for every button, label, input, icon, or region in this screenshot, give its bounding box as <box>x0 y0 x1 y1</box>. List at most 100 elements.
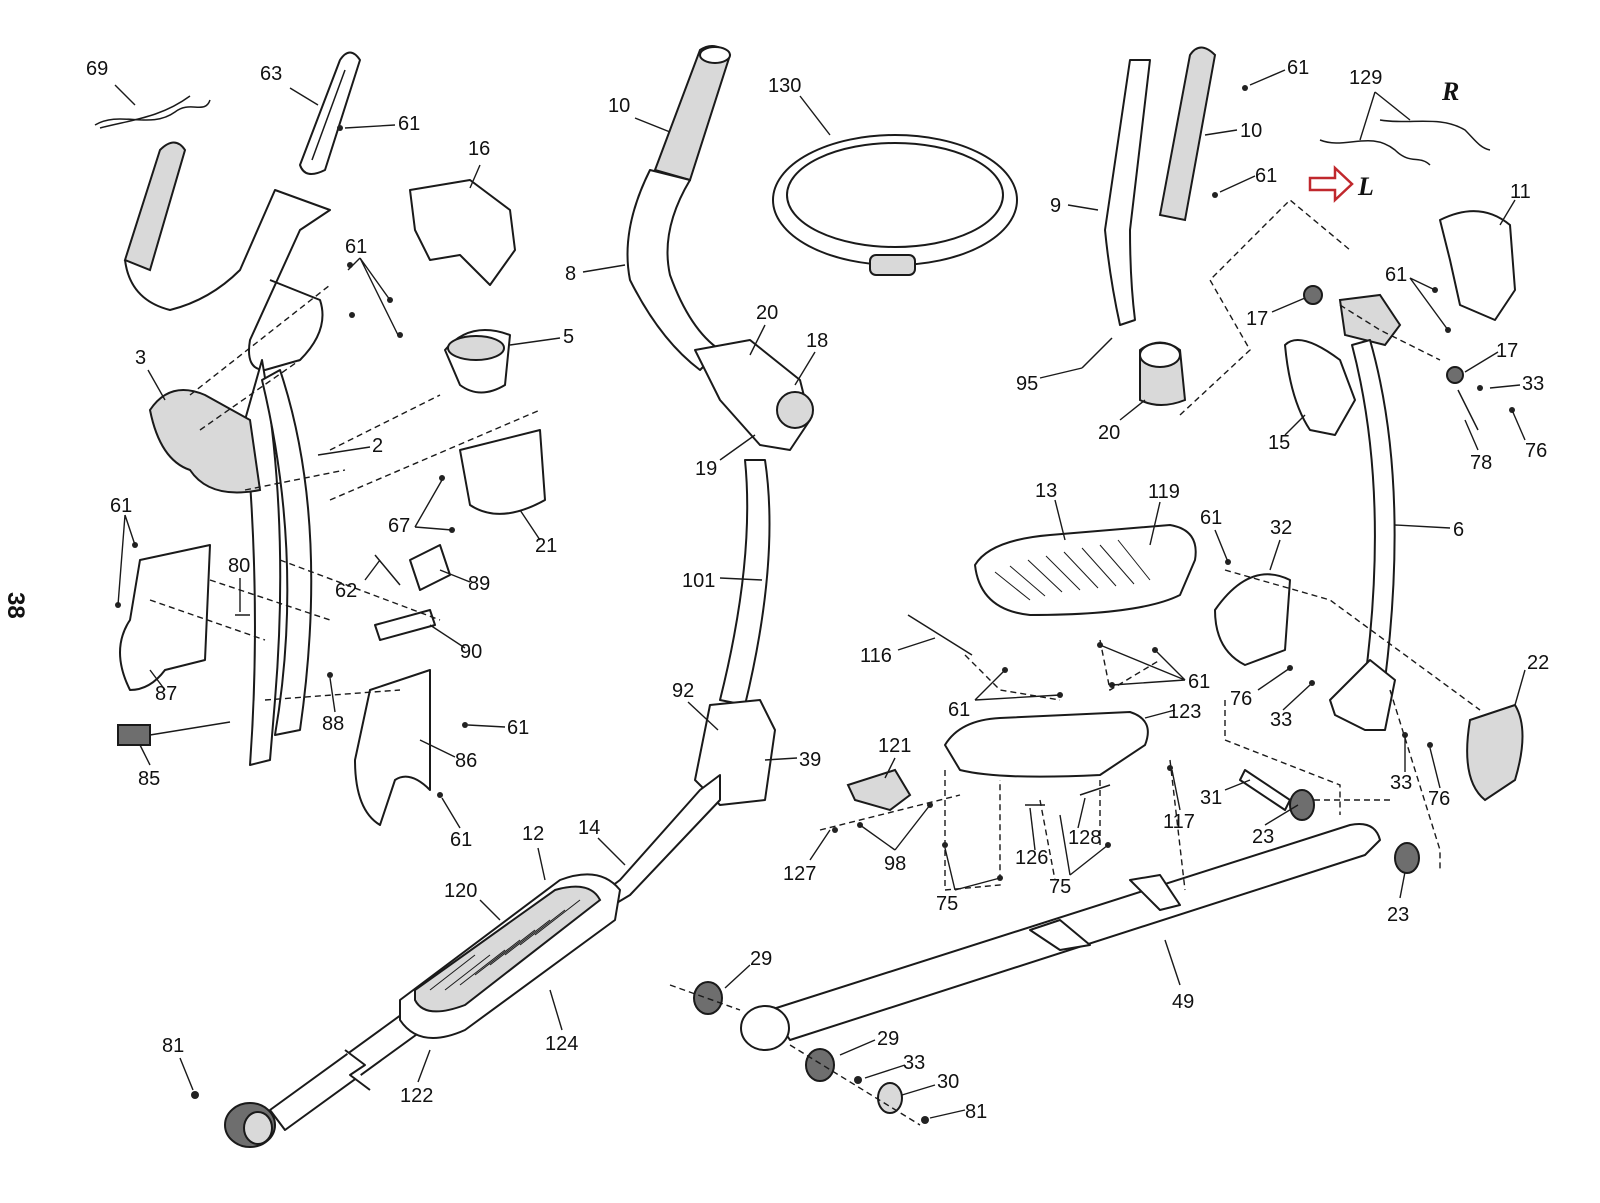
holder-21 <box>459 429 546 515</box>
roller-23-b <box>1394 842 1420 874</box>
tube-9 <box>1104 59 1151 326</box>
callout-label: 32 <box>1270 517 1292 539</box>
callout-label: 63 <box>260 63 282 85</box>
callout-label: 13 <box>1035 480 1057 502</box>
callout-label: 3 <box>135 347 146 369</box>
handle-10-right <box>1158 46 1217 222</box>
callout-label: 128 <box>1068 827 1101 849</box>
callout-label: 87 <box>155 683 177 705</box>
bracket-121 <box>846 768 912 812</box>
callout-label: 33 <box>1522 373 1544 395</box>
callout-label: 86 <box>455 750 477 772</box>
callout-label: 20 <box>756 302 778 324</box>
callout-label: 122 <box>400 1085 433 1107</box>
grip-63 <box>299 51 361 175</box>
callout-label: 23 <box>1387 904 1409 926</box>
bushing-right <box>740 1005 790 1051</box>
callout-label: 126 <box>1015 847 1048 869</box>
callout-label: 11 <box>1510 181 1531 203</box>
shroud-15 <box>1284 339 1356 436</box>
leader-lines <box>114 69 1526 1119</box>
callout-label: 29 <box>750 948 772 970</box>
pedal-120-slots <box>429 899 581 991</box>
callout-label: 119 <box>1148 481 1180 503</box>
callout-label: 81 <box>965 1101 987 1123</box>
callout-label: 78 <box>1470 452 1492 474</box>
right-pedal-assembly <box>669 524 1420 1126</box>
callout-label: 61 <box>450 829 472 851</box>
callout-label: 61 <box>345 236 367 258</box>
callout-label: 61 <box>1255 165 1277 187</box>
handle-10-left <box>653 45 732 182</box>
callout-label: 130 <box>768 75 801 97</box>
callout-label: 14 <box>578 817 600 839</box>
plate-123 <box>944 711 1149 778</box>
callout-label: 92 <box>672 680 694 702</box>
callout-label: 23 <box>1252 826 1274 848</box>
callout-label: 127 <box>783 863 816 885</box>
wire-harness-69 <box>94 95 211 129</box>
callout-label: 123 <box>1168 701 1201 723</box>
callout-label: 98 <box>884 853 906 875</box>
washer-30 <box>877 1082 903 1114</box>
wire-harness-129 <box>1319 119 1491 166</box>
roller-23-a <box>1289 789 1315 821</box>
callout-label: 85 <box>138 768 160 790</box>
left-upright-assembly <box>94 51 546 826</box>
cover-87 <box>119 544 211 691</box>
upright-post-2-right <box>261 369 313 736</box>
callout-label: 39 <box>799 749 821 771</box>
callout-label: 10 <box>1240 120 1262 142</box>
callout-label: 5 <box>563 326 574 348</box>
callout-label: 19 <box>695 458 717 480</box>
callout-label: 120 <box>444 880 477 902</box>
callout-label: 6 <box>1453 519 1464 541</box>
callout-label: 61 <box>1385 264 1407 286</box>
callout-label: 61 <box>1287 57 1309 79</box>
callout-label: 61 <box>1200 507 1222 529</box>
callout-label: 22 <box>1527 652 1549 674</box>
arm-tube-8 <box>626 169 721 371</box>
cover-32 <box>1214 573 1291 666</box>
callout-label: 75 <box>1049 876 1071 898</box>
pedal-119-slots <box>994 539 1151 601</box>
callout-label: 20 <box>1098 422 1120 444</box>
callout-label: 61 <box>948 699 970 721</box>
link-90 <box>374 609 436 641</box>
callout-label: 69 <box>86 58 108 80</box>
callout-label: 76 <box>1230 688 1252 710</box>
callout-label: 116 <box>860 645 892 667</box>
callout-label: 61 <box>398 113 420 135</box>
callout-label: 33 <box>1390 772 1412 794</box>
callout-label: 17 <box>1496 340 1518 362</box>
pedal-tread-120 <box>414 885 602 1013</box>
callout-label: 18 <box>806 330 828 352</box>
callout-label: 81 <box>162 1035 184 1057</box>
callout-label: 17 <box>1246 308 1268 330</box>
callout-label: 124 <box>545 1033 578 1055</box>
bracket-16 <box>409 179 516 286</box>
callout-label: 9 <box>1050 195 1061 217</box>
callout-label: 33 <box>903 1052 925 1074</box>
callout-label: 10 <box>608 95 630 117</box>
bracket-89 <box>409 544 451 591</box>
callout-label: 31 <box>1200 787 1222 809</box>
callout-label: 90 <box>460 641 482 663</box>
callout-label: 117 <box>1163 811 1195 833</box>
callout-label: 49 <box>1172 991 1194 1013</box>
callout-label: 2 <box>372 435 383 457</box>
callout-label: 62 <box>335 580 357 602</box>
callout-label: 61 <box>507 717 529 739</box>
callout-label: 30 <box>937 1071 959 1093</box>
callout-label: 88 <box>322 713 344 735</box>
callout-label: 21 <box>535 535 557 557</box>
roller-29-b <box>805 1048 835 1082</box>
left-arm-assembly <box>191 45 1018 1148</box>
callout-label: 29 <box>877 1028 899 1050</box>
callout-label: 33 <box>1270 709 1292 731</box>
callout-label: 67 <box>388 515 410 537</box>
page-number: 38 <box>2 592 29 619</box>
lower-arm-101 <box>719 459 771 706</box>
cover-22 <box>1466 703 1524 802</box>
